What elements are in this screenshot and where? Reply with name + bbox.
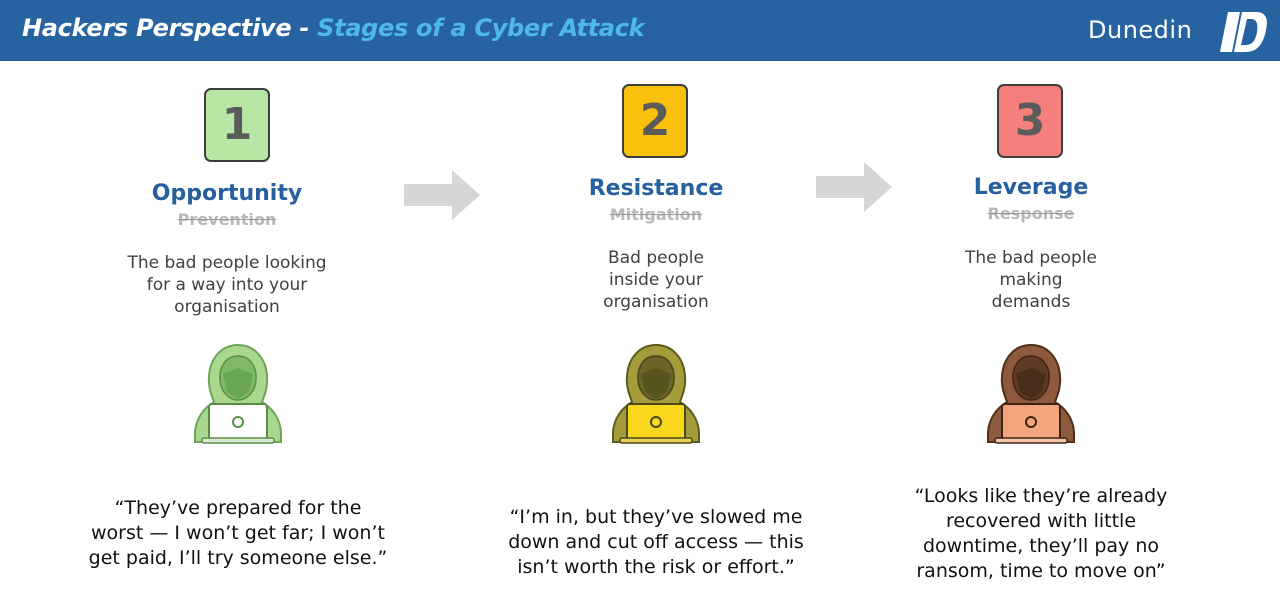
page-title: Hackers Perspective - Stages of a Cyber … <box>22 14 645 42</box>
stage-quote: “They’ve prepared for the worst — I won’… <box>88 497 388 569</box>
stage-description: Bad people inside your organisation <box>603 248 709 312</box>
stage-struck-label: Response <box>987 204 1075 223</box>
stage-struck-label: Mitigation <box>609 205 703 224</box>
hooded-hacker-green-icon <box>194 343 282 444</box>
stage-quote: “Looks like they’re already recovered wi… <box>914 485 1168 582</box>
hooded-hacker-brown-icon <box>987 343 1075 444</box>
logo-text: Dunedin <box>1088 16 1193 44</box>
stage-struck-label: Prevention <box>177 210 277 229</box>
stage-number-box: 3 <box>997 84 1063 158</box>
stage-number-box: 1 <box>204 88 270 162</box>
stage-number-box: 2 <box>622 84 688 158</box>
page-subtitle: Stages of a Cyber Attack <box>317 14 645 42</box>
stage-description: The bad people looking for a way into yo… <box>127 253 327 317</box>
stage-title: Opportunity <box>151 181 303 206</box>
dunedin-logo: Dunedin <box>1088 12 1268 52</box>
header-bar: Hackers Perspective - Stages of a Cyber … <box>0 0 1280 61</box>
arrow-right-icon <box>404 170 480 220</box>
stage-description: The bad people making demands <box>964 248 1098 312</box>
page-title-separator: - <box>291 14 318 42</box>
page-title-main: Hackers Perspective <box>22 14 292 42</box>
stage-title: Leverage <box>973 175 1089 200</box>
arrow-right-icon <box>816 162 892 212</box>
stage-quote: “I’m in, but they’ve slowed me down and … <box>508 506 804 578</box>
hooded-hacker-olive-icon <box>612 343 700 444</box>
stage-title: Resistance <box>588 176 724 201</box>
dunedin-it-mark-icon <box>1220 12 1267 52</box>
